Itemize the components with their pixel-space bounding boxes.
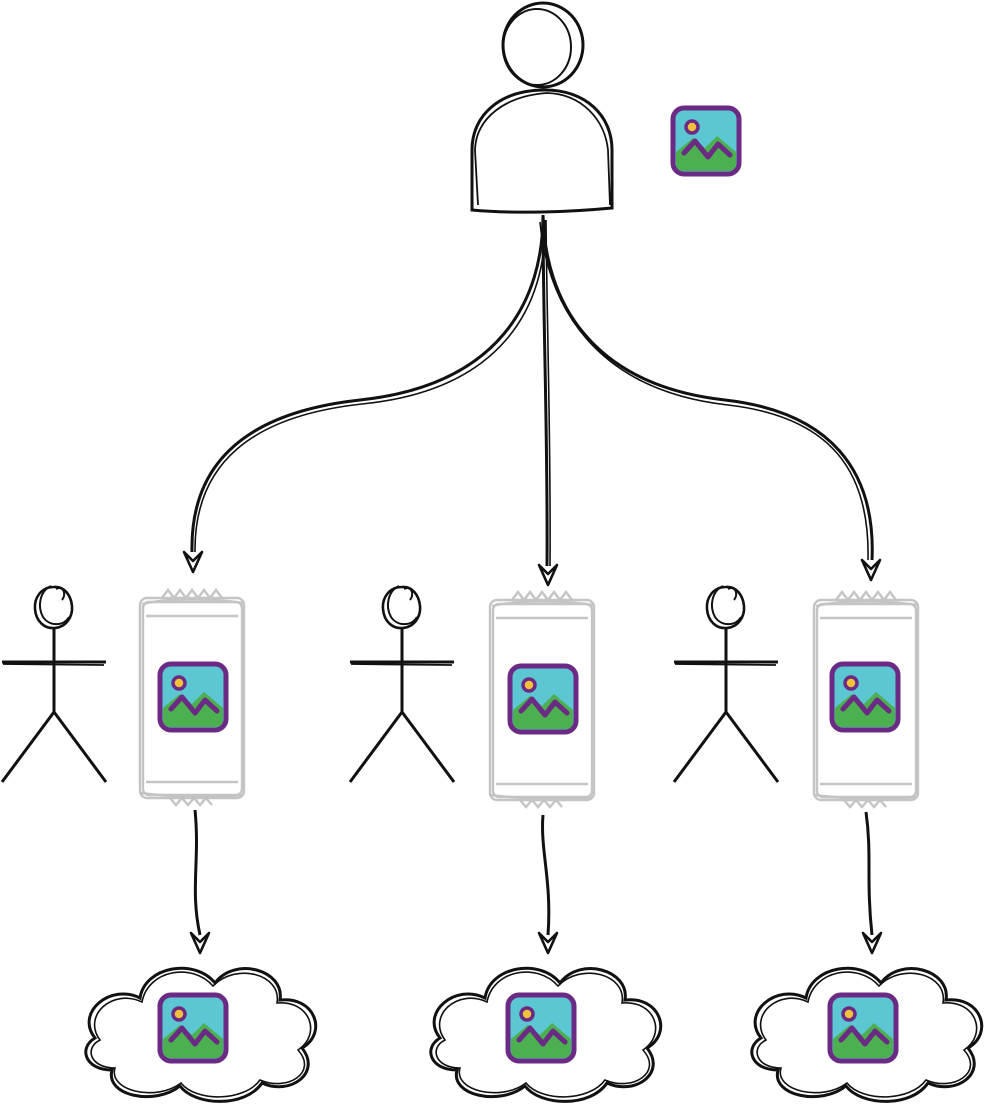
cloud-photo-icon: [160, 995, 226, 1061]
arrow-to-middle-device: [541, 214, 549, 567]
arrowhead-down-left: [189, 931, 211, 955]
arrow-to-left-device: [190, 214, 545, 553]
received-photo-icon: [160, 664, 226, 730]
arrowhead-right: [860, 558, 882, 582]
distribution-arrows: [190, 214, 874, 567]
recipient-stick-figure-icon: [0, 584, 108, 784]
cloud-photo-icon: [508, 995, 574, 1061]
recipient-group-left: [0, 584, 318, 1103]
shared-photo-icon: [673, 108, 739, 174]
arrowhead-down-right: [861, 931, 883, 955]
arrowhead-left: [182, 550, 204, 574]
arrow-to-right-device: [541, 214, 874, 561]
upload-arrow-right: [864, 811, 874, 936]
upload-arrow-middle: [541, 814, 551, 936]
arrowhead-down-middle: [537, 931, 559, 955]
received-photo-icon: [832, 664, 898, 730]
received-photo-icon: [510, 666, 576, 732]
cloud-photo-icon: [830, 995, 896, 1061]
recipient-group-right: [672, 584, 984, 1103]
arrowhead-middle: [537, 563, 559, 587]
sender-user-icon: [470, 1, 614, 214]
recipient-stick-figure-icon: [348, 584, 456, 784]
recipient-group-middle: [348, 584, 663, 1103]
upload-arrow-left: [193, 809, 202, 936]
recipient-stick-figure-icon: [672, 584, 780, 784]
